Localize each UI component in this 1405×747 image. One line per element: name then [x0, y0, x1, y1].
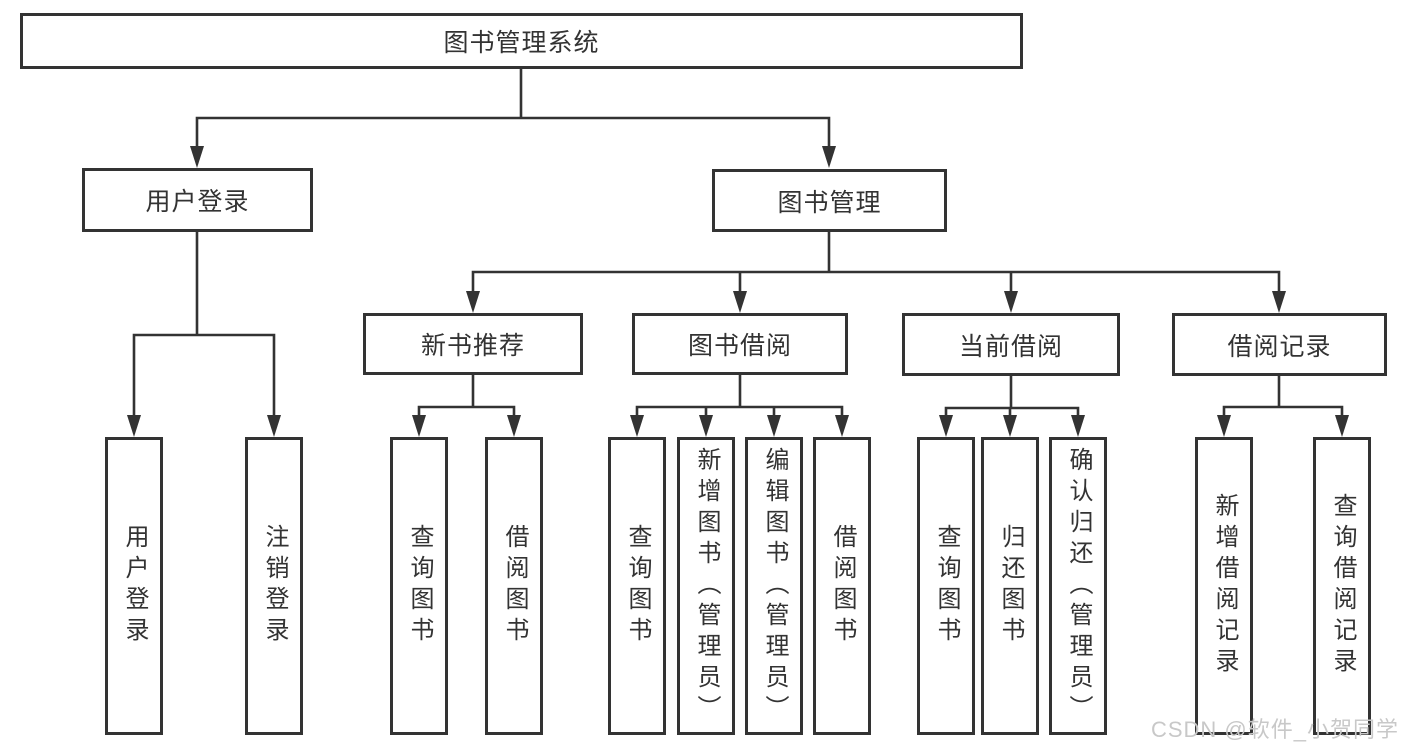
leaf-return-books-label: 归还图书	[997, 524, 1024, 648]
leaf-query-borrow-record-label: 查询借阅记录	[1329, 493, 1356, 679]
leaf-query-books-current-label: 查询图书	[933, 524, 960, 648]
node-library-system-label: 图书管理系统	[443, 29, 600, 57]
leaf-add-borrow-record: 新增借阅记录	[1195, 437, 1253, 735]
leaf-add-books-admin-label: 新增图书（管理员）	[693, 446, 720, 726]
node-book-borrow-label: 图书借阅	[687, 332, 792, 360]
node-new-book-recommend: 新书推荐	[363, 313, 583, 375]
leaf-query-books-borrow-label: 查询图书	[624, 524, 651, 648]
node-user-login-label: 用户登录	[145, 188, 250, 216]
leaf-confirm-return-admin: 确认归还（管理员）	[1049, 437, 1107, 735]
node-new-book-recommend-label: 新书推荐	[420, 332, 525, 360]
leaf-logout-login: 注销登录	[245, 437, 303, 735]
leaf-borrow-books-recommend-label: 借阅图书	[501, 524, 528, 648]
leaf-logout-login-label: 注销登录	[261, 524, 288, 648]
leaf-edit-books-admin-label: 编辑图书（管理员）	[761, 446, 788, 726]
node-borrow-records-label: 借阅记录	[1227, 332, 1332, 361]
leaf-user-login: 用户登录	[105, 437, 163, 735]
leaf-borrow-books-borrow: 借阅图书	[813, 437, 871, 735]
node-current-borrow: 当前借阅	[902, 313, 1120, 376]
node-borrow-records: 借阅记录	[1172, 313, 1387, 376]
node-current-borrow-label: 当前借阅	[958, 332, 1063, 361]
leaf-edit-books-admin: 编辑图书（管理员）	[745, 437, 803, 735]
leaf-return-books: 归还图书	[981, 437, 1039, 735]
watermark: CSDN @软件_小贺同学	[1150, 717, 1399, 742]
leaf-add-books-admin: 新增图书（管理员）	[677, 437, 735, 735]
leaf-user-login-label: 用户登录	[121, 524, 148, 648]
leaf-query-books-recommend-label: 查询图书	[406, 524, 433, 648]
leaf-query-borrow-record: 查询借阅记录	[1313, 437, 1371, 735]
node-book-borrow: 图书借阅	[632, 313, 848, 375]
leaf-borrow-books-borrow-label: 借阅图书	[829, 524, 856, 648]
leaf-add-borrow-record-label: 新增借阅记录	[1211, 493, 1238, 679]
leaf-borrow-books-recommend: 借阅图书	[485, 437, 543, 735]
leaf-confirm-return-admin-label: 确认归还（管理员）	[1065, 446, 1092, 726]
node-library-system: 图书管理系统	[20, 13, 1023, 69]
node-book-management: 图书管理	[712, 169, 947, 232]
leaf-query-books-borrow: 查询图书	[608, 437, 666, 735]
leaf-query-books-recommend: 查询图书	[390, 437, 448, 735]
node-user-login: 用户登录	[82, 168, 313, 232]
leaf-query-books-current: 查询图书	[917, 437, 975, 735]
node-book-management-label: 图书管理	[777, 188, 882, 217]
